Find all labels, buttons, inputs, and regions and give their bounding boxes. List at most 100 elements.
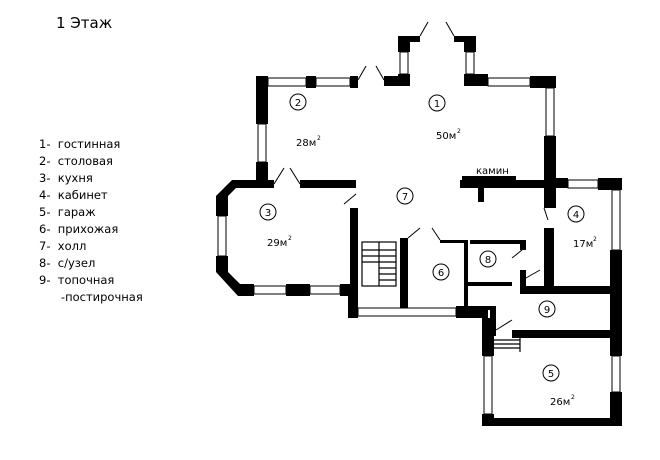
room-2: 2 28м 2 — [289, 93, 321, 149]
wall-segment — [468, 282, 512, 286]
window — [357, 307, 457, 317]
wall-segment — [232, 180, 256, 188]
window — [267, 77, 307, 87]
entrance-door — [445, 21, 455, 37]
wall-segment — [520, 286, 620, 294]
wall-segment — [544, 228, 554, 290]
fireplace-label: камин — [476, 166, 509, 177]
wall-segment — [286, 284, 310, 296]
fireplace — [462, 176, 516, 180]
terrace-door — [357, 65, 367, 81]
legend-item: 2- столовая — [39, 154, 113, 168]
room-number: 5 — [548, 369, 554, 380]
wall-segment — [384, 76, 398, 86]
window — [315, 77, 351, 87]
legend-item: 7- холл — [39, 239, 87, 253]
room-4: 4 17м 2 — [567, 205, 597, 250]
wall-segment — [512, 330, 622, 338]
room-number-badge — [428, 94, 446, 112]
kitchen-door — [273, 167, 285, 185]
wall-segment — [350, 76, 358, 88]
study-door — [525, 269, 541, 279]
wc-door — [511, 249, 523, 259]
wall-segment — [556, 178, 568, 188]
wall-segment — [300, 180, 356, 188]
room-5: 5 26м 2 — [542, 364, 575, 408]
interior-walls — [256, 180, 622, 338]
room-number: 8 — [485, 255, 491, 266]
wall-segment — [598, 178, 622, 190]
wall-segment — [216, 196, 228, 216]
room-8: 8 — [479, 250, 497, 268]
wall-segment — [464, 240, 468, 310]
doors — [273, 21, 549, 331]
room-9: 9 — [538, 300, 556, 318]
wall-segment — [256, 88, 268, 124]
wall-segment — [460, 180, 546, 188]
wall-segment — [348, 296, 358, 318]
vestibule-door — [431, 227, 441, 241]
wall-segment — [470, 240, 526, 244]
area-unit-sup: 2 — [288, 235, 292, 242]
window — [399, 51, 409, 75]
wall-segment — [398, 36, 410, 52]
legend-item: 6- прихожая — [39, 222, 119, 236]
wall-segment — [238, 284, 254, 296]
room-number: 2 — [295, 98, 301, 109]
room-number-badge — [432, 263, 450, 281]
room-area: 29м — [267, 238, 287, 249]
wall-segment — [216, 256, 228, 272]
wall-segment — [400, 238, 408, 308]
legend-item: 9- топочная — [39, 273, 115, 287]
wall-segment — [482, 414, 494, 426]
garage-steps — [494, 336, 521, 352]
wall-segment — [494, 418, 622, 426]
wall-segment — [544, 186, 556, 208]
room-number: 7 — [402, 192, 408, 203]
wall-segment — [520, 270, 526, 288]
room-number: 9 — [544, 305, 550, 316]
staircase — [361, 241, 397, 287]
study-hall-door — [543, 207, 549, 221]
window — [545, 87, 555, 137]
wall-segment — [398, 74, 410, 86]
wall-segment — [544, 136, 556, 186]
legend-item: 8- с/узел — [39, 256, 96, 270]
window — [487, 77, 531, 87]
exterior-walls — [216, 36, 622, 426]
window — [611, 355, 621, 393]
wall-segment — [256, 76, 268, 88]
room-number-badge — [538, 300, 556, 318]
room-1: 1 50м 2 — [428, 94, 461, 142]
wall-segment — [256, 180, 274, 188]
room-number: 3 — [265, 208, 271, 219]
room-number: 1 — [434, 99, 440, 110]
room-number: 4 — [573, 210, 579, 221]
room-3: 3 29м 2 — [259, 203, 292, 249]
room-area: 28м — [296, 138, 316, 149]
area-unit-sup: 2 — [593, 236, 597, 243]
area-unit-sup: 2 — [457, 128, 461, 135]
room-7: 7 — [396, 187, 414, 205]
room-number-badge — [542, 364, 560, 382]
room-number: 6 — [438, 268, 444, 279]
window — [465, 51, 475, 75]
hall-door — [407, 227, 421, 239]
wall-segment — [478, 188, 484, 202]
wall-segment — [306, 76, 316, 88]
wall-segment — [610, 392, 622, 420]
room-number-badge — [396, 187, 414, 205]
wall-segment — [520, 240, 526, 250]
room-number-badge — [567, 205, 585, 223]
legend-item: 4- кабинет — [39, 188, 108, 202]
window — [217, 215, 227, 257]
room-number-badge — [289, 93, 307, 111]
window — [257, 123, 267, 163]
floor-title: 1 Этаж — [56, 14, 113, 32]
room-number-badge — [259, 203, 277, 221]
wall-segment — [440, 240, 468, 243]
wall-segment — [530, 76, 556, 88]
window — [611, 189, 621, 251]
wall-segment — [464, 74, 488, 86]
